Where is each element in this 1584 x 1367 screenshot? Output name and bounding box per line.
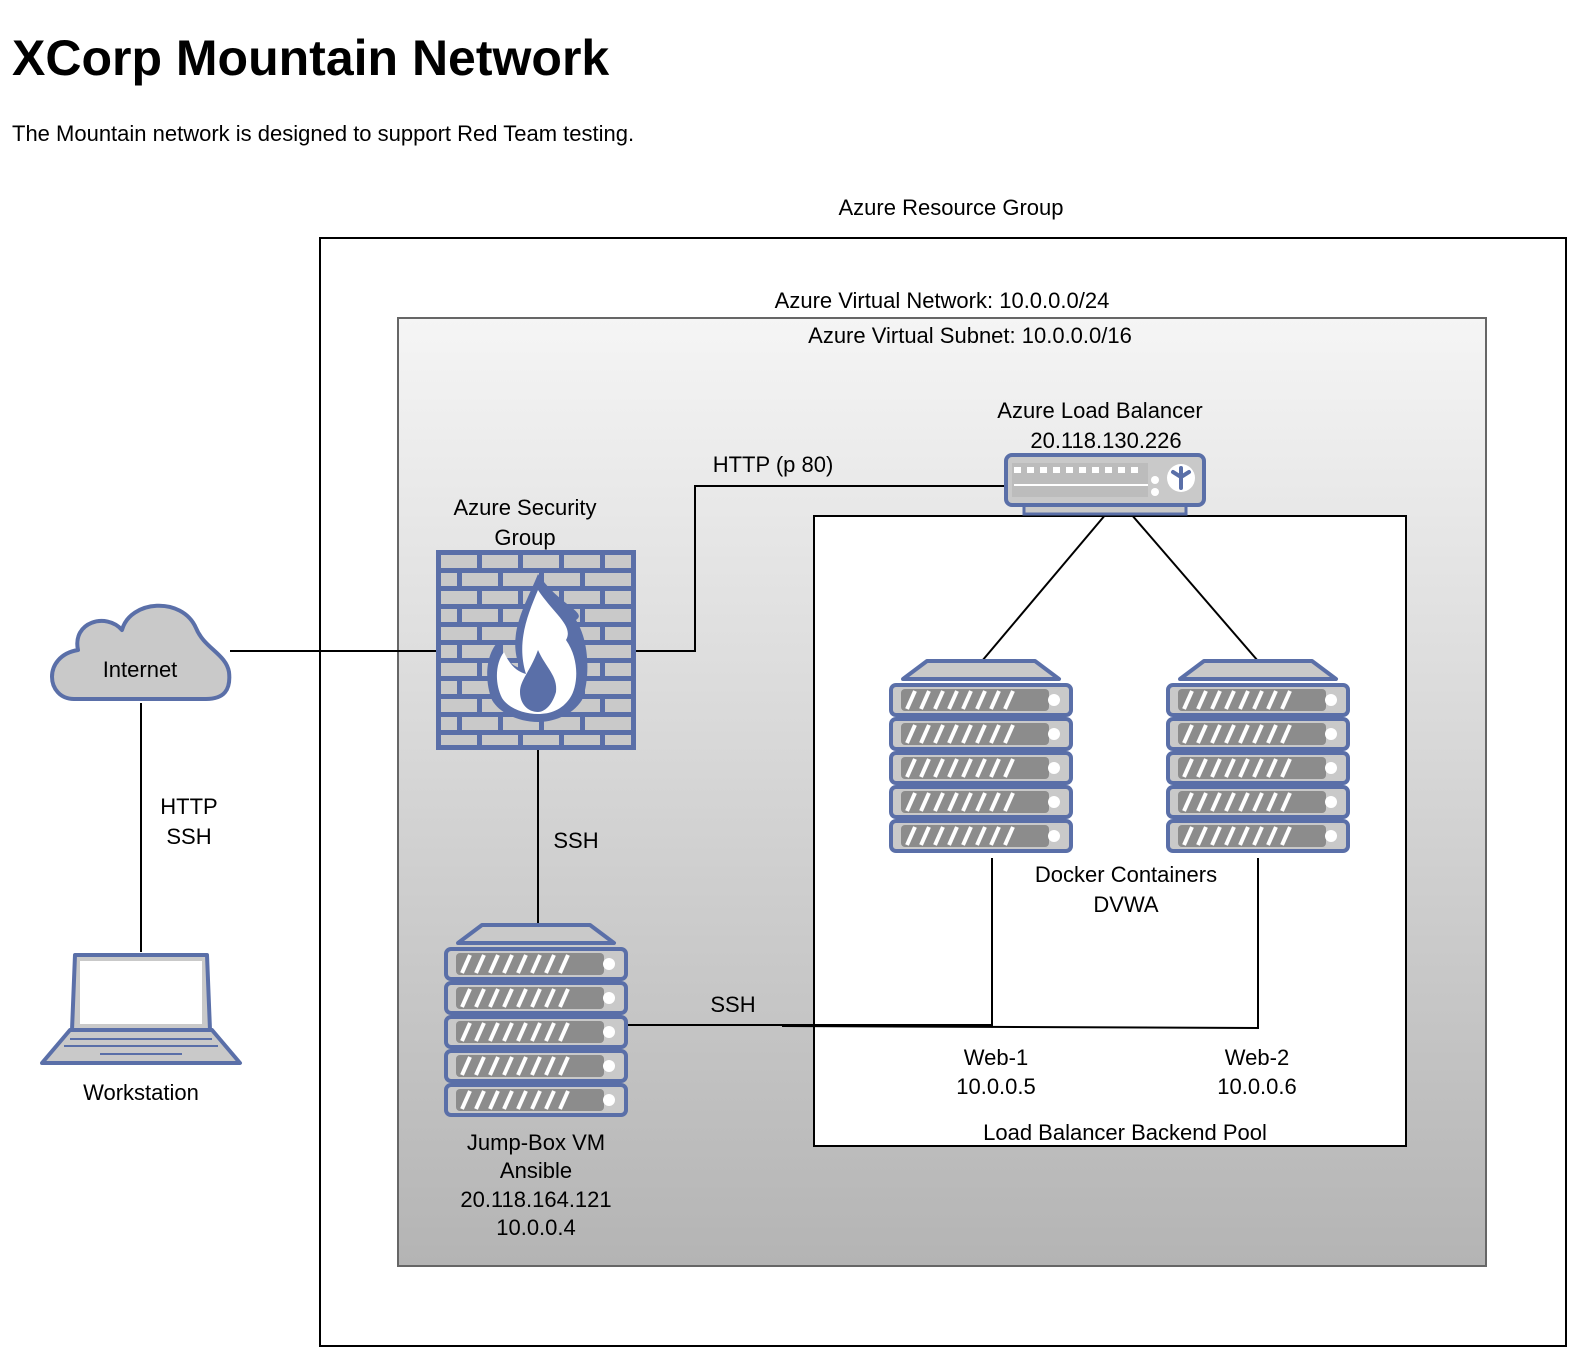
backend-pool-label: Load Balancer Backend Pool [983,1120,1267,1145]
internet-node: Internet [50,603,232,701]
page-title: XCorp Mountain Network [12,30,610,86]
firewall-lb-link [636,485,1006,652]
jumpbox-web2-link [781,858,1259,1030]
docker-label-1: Docker Containers [1035,862,1217,887]
load-balancer-icon [1004,453,1206,516]
http-link-label: HTTP (p 80) [713,452,834,477]
ssh-link-jumpbox-label: SSH [710,992,755,1017]
vnet-label: Azure Virtual Network: 10.0.0.0/24 [775,288,1110,313]
web2-server-icon [1168,661,1348,851]
load-balancer-name: Azure Load Balancer [997,398,1202,423]
subnet-label: Azure Virtual Subnet: 10.0.0.0/16 [808,323,1132,348]
load-balancer-ip: 20.118.130.226 [1030,428,1181,453]
web2-ip: 10.0.0.6 [1217,1074,1297,1099]
workstation-label: Workstation [83,1080,199,1105]
workstation-link-protocol-2: SSH [166,824,211,849]
workstation-link-protocol-1: HTTP [160,794,217,819]
jump-box-private-ip: 10.0.0.4 [496,1215,576,1240]
docker-label-2: DVWA [1093,892,1159,917]
web1-name: Web-1 [964,1045,1028,1070]
lb-web2-link [1130,513,1259,662]
lb-web1-link [981,513,1107,662]
jumpbox-web1-link [626,858,993,1026]
laptop-icon [40,953,242,1065]
security-group-label-2: Group [494,525,555,550]
resource-group-label: Azure Resource Group [839,195,1064,220]
jump-box-server-icon [446,925,626,1115]
web2-name: Web-2 [1225,1045,1289,1070]
web1-ip: 10.0.0.5 [956,1074,1036,1099]
ssh-link-firewall-label: SSH [553,828,598,853]
connections [140,485,1259,1030]
workstation-node: Workstation [40,953,242,1105]
internet-label: Internet [103,657,178,682]
jump-box-label-2: Ansible [500,1158,572,1183]
firewall-icon [436,550,636,750]
jump-box-label-1: Jump-Box VM [467,1130,605,1155]
jump-box-public-ip: 20.118.164.121 [460,1187,611,1212]
web1-server-icon [891,661,1071,851]
cloud-icon [50,603,232,701]
security-group-label-1: Azure Security [453,495,596,520]
page-subtitle: The Mountain network is designed to supp… [12,121,635,146]
